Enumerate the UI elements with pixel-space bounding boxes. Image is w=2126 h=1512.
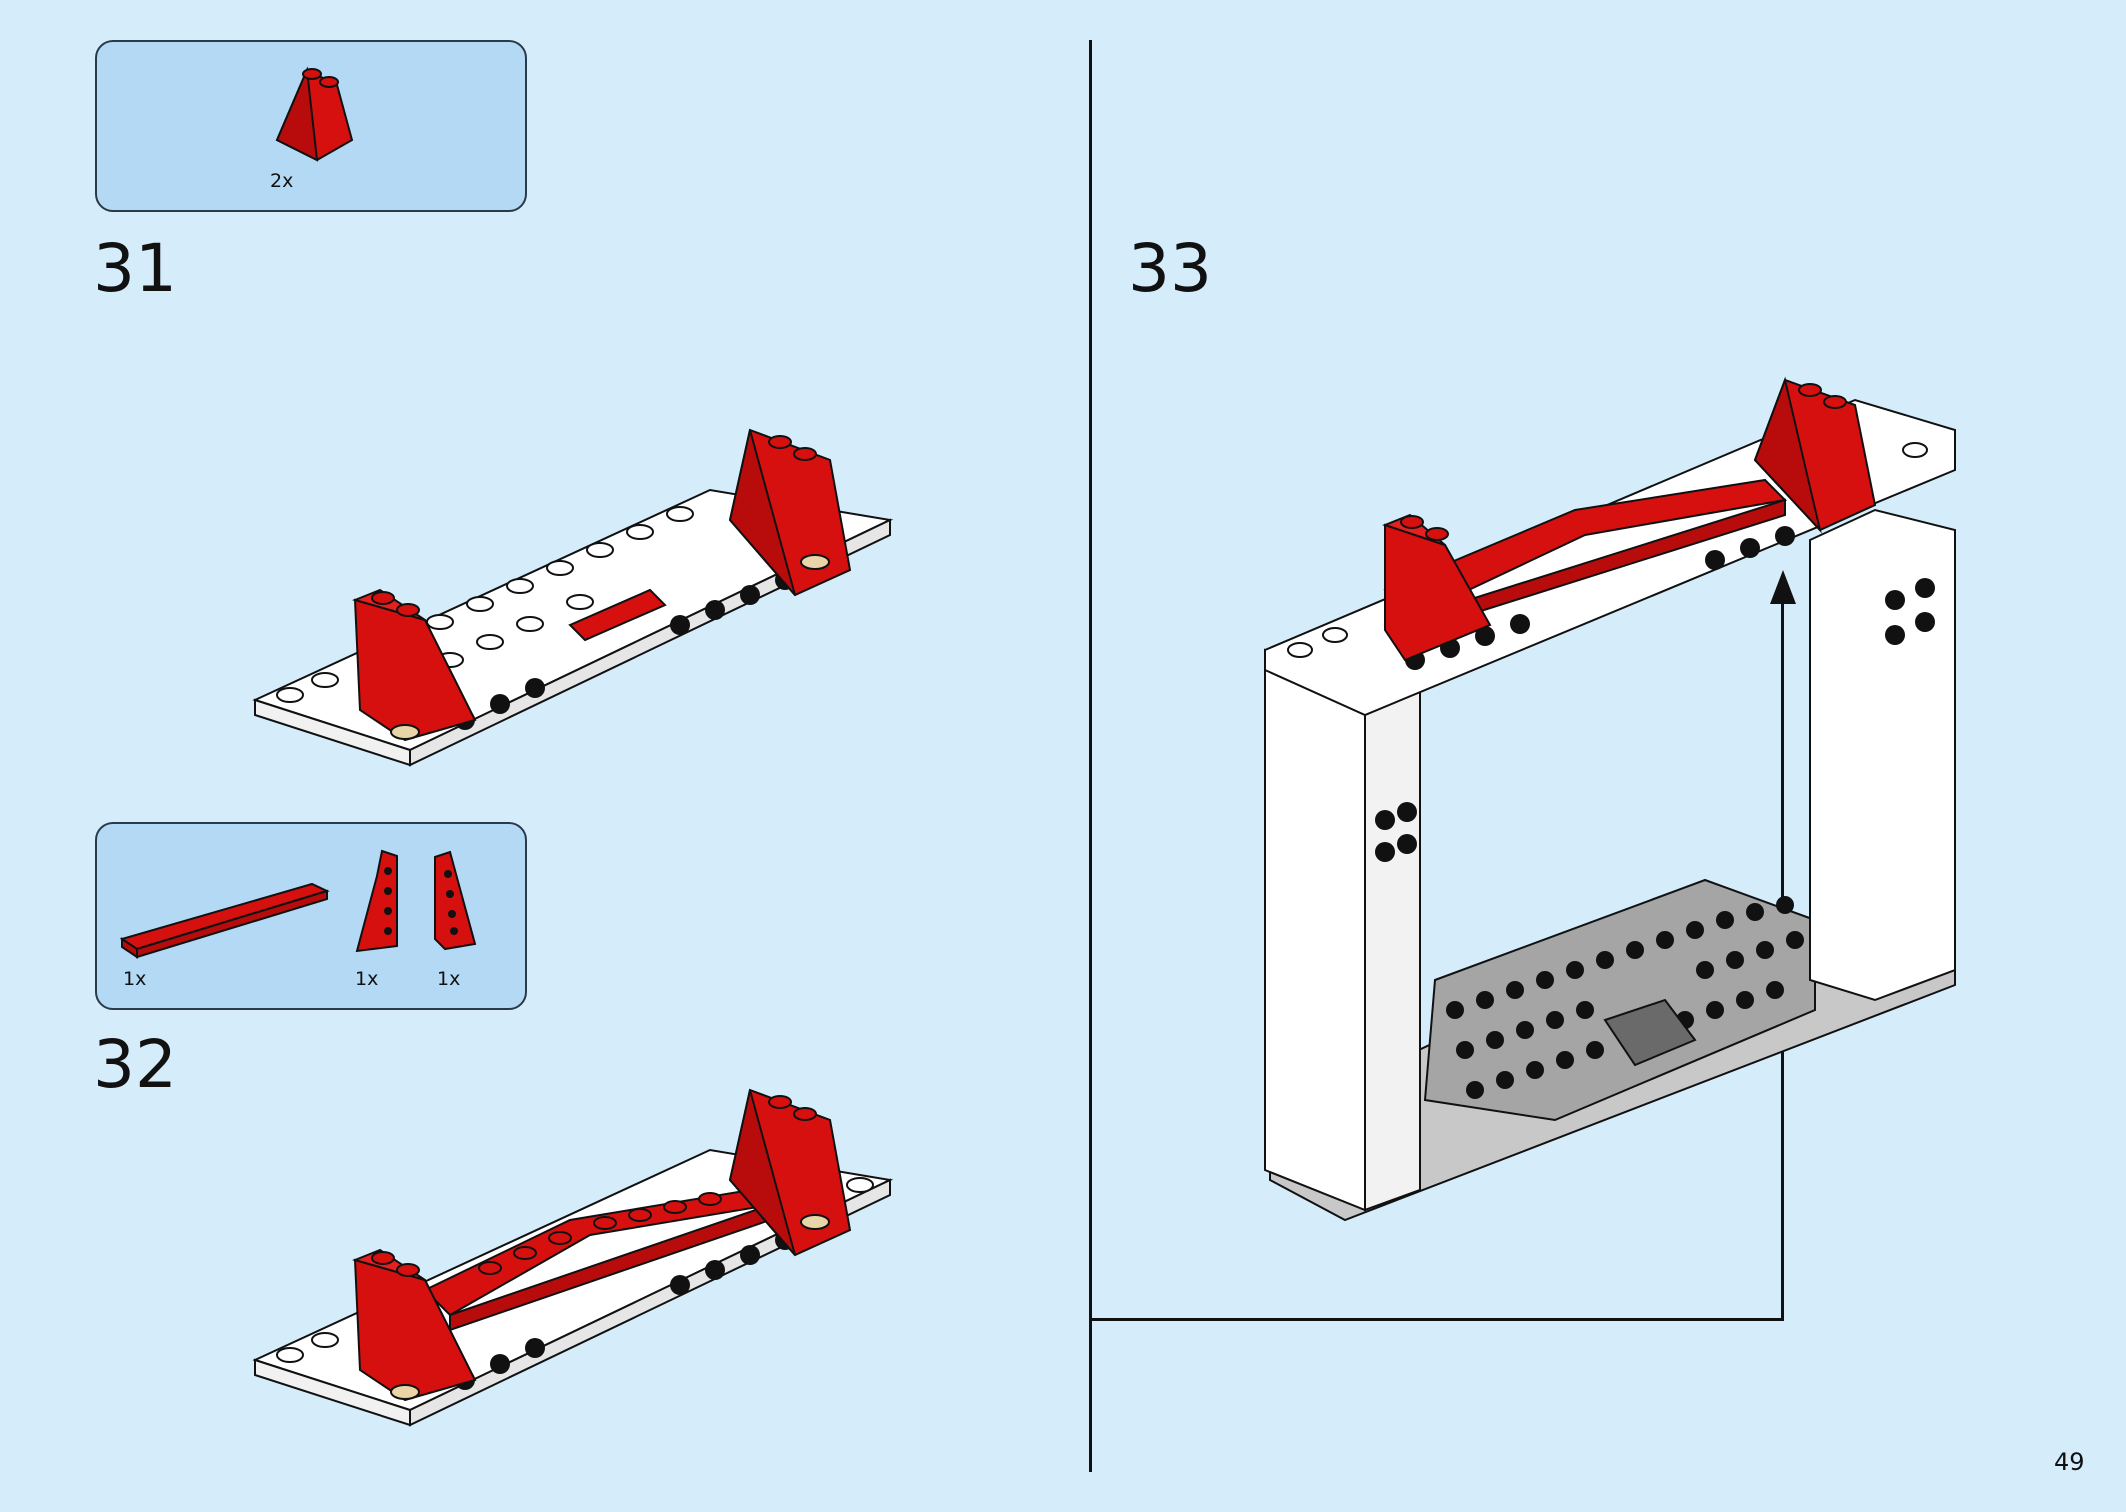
red-wedge-plate-left-icon (355, 849, 398, 953)
arrow-up-icon (1770, 570, 1796, 604)
part-qty: 1x (355, 968, 379, 990)
step-32-assembly-illustration (252, 1088, 894, 1427)
parts-callout-step-31: 2x (95, 40, 527, 212)
red-slope-brick-icon (275, 66, 354, 162)
step-number-33: 33 (1128, 230, 1212, 307)
step-31-assembly-illustration (252, 428, 894, 767)
part-qty: 1x (123, 968, 147, 990)
red-wedge-plate-right-icon (434, 850, 477, 951)
step-33-assembly-illustration (1264, 376, 1956, 1222)
step-number-32: 32 (93, 1026, 177, 1103)
step-number-31: 31 (93, 230, 177, 307)
part-qty: 2x (270, 170, 294, 192)
callout-connector-horizontal (1089, 1318, 1784, 1321)
part-qty: 1x (437, 968, 461, 990)
step-divider-vertical (1089, 40, 1092, 1472)
parts-callout-step-32: 1x 1x 1x (95, 822, 527, 1010)
page-number: 49 (2054, 1448, 2085, 1476)
red-long-plate-icon (119, 882, 330, 959)
